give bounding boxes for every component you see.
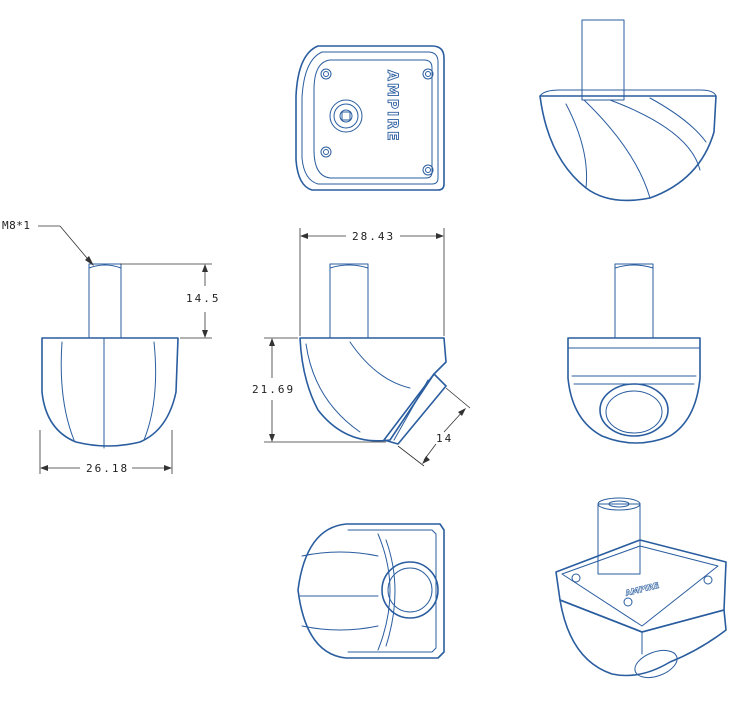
- front-width-dimension: 26.18: [86, 462, 129, 475]
- front-view: [41, 263, 179, 449]
- front-view-dimensions: 14.5 26.18 M8*1: [2, 219, 221, 475]
- lens-size-dimension: 14: [436, 432, 453, 445]
- logo-text: AMPIRE: [384, 70, 400, 143]
- iso-view-bottom: AMPIRE: [555, 497, 727, 679]
- side-width-dimension: 28.43: [352, 230, 395, 243]
- bottom-view: [297, 523, 445, 659]
- thread-spec-label: M8*1: [2, 219, 31, 232]
- side-view: [299, 263, 447, 445]
- thread-length-dimension: 14.5: [186, 292, 221, 305]
- rear-view: [567, 263, 701, 444]
- iso-view-top: [539, 19, 717, 202]
- top-view: AMPIRE: [295, 45, 445, 191]
- side-view-dimensions: 28.43 21.69 14: [252, 228, 471, 467]
- side-height-dimension: 21.69: [252, 383, 295, 396]
- iso-logo-text: AMPIRE: [624, 581, 660, 598]
